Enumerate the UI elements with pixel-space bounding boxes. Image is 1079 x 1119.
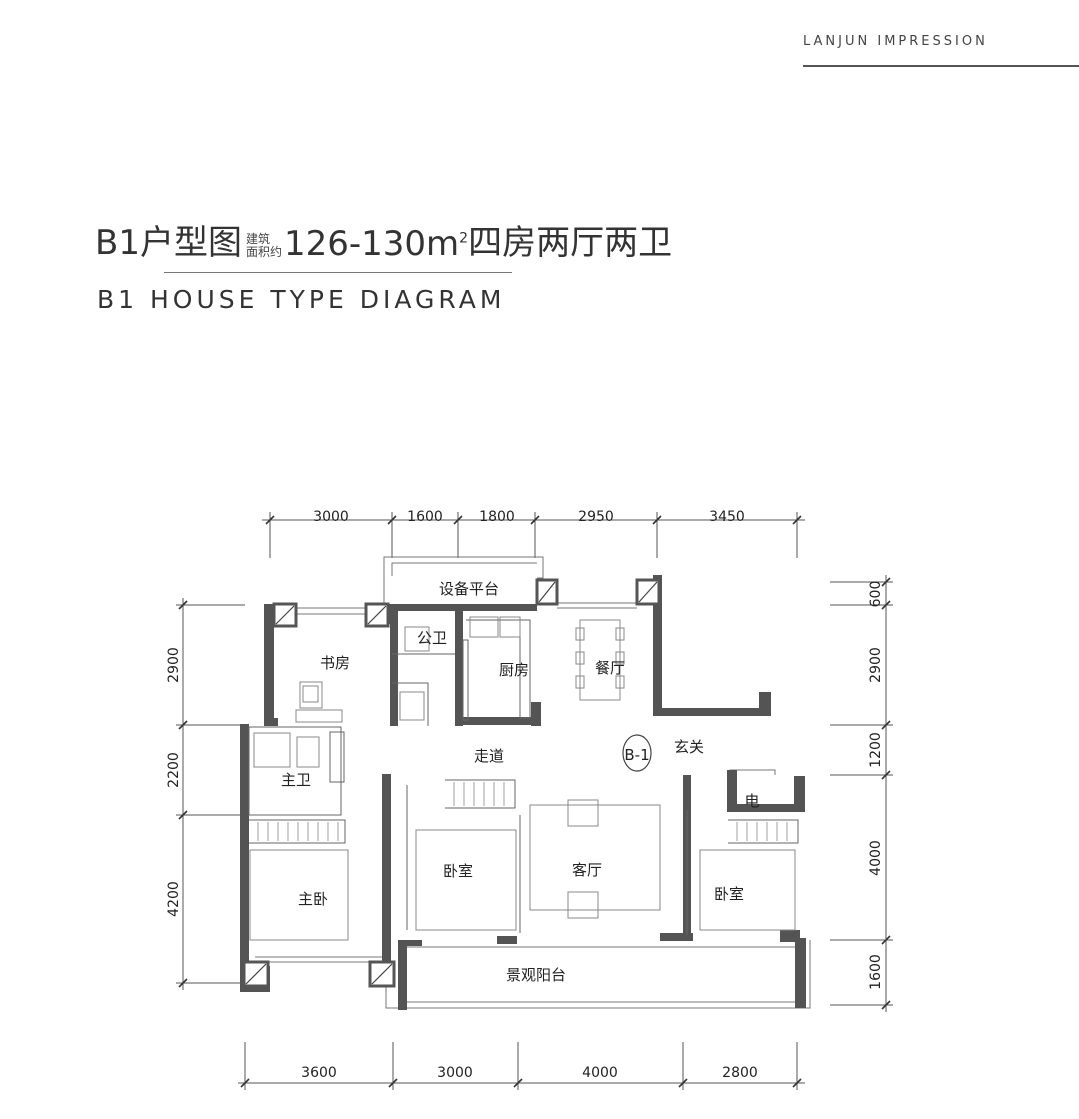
dim-right-5: 1600 [868,954,884,990]
dim-top-3: 1800 [479,509,515,525]
dim-right-4: 4000 [868,840,884,876]
room-entrance: 玄关 [674,738,704,756]
title-row: B1户型图 建筑 面积约 126-130m2 四房两厅两卫 [95,215,672,264]
room-master-bedroom: 主卧 [298,890,328,908]
partitions [248,619,799,935]
brand-logo-text: LANJUN IMPRESSION [803,34,988,49]
wardrobe-hatch [257,782,788,841]
dim-bottom-4: 2800 [722,1065,758,1081]
room-study: 书房 [320,654,350,672]
dim-bottom-1: 3600 [301,1065,337,1081]
plan-title: B1户型图 [95,223,242,263]
area-number: 126-130m [283,224,460,264]
dim-top-1: 3000 [313,509,349,525]
room-corridor: 走道 [474,747,504,765]
dim-top-4: 2950 [578,509,614,525]
dimension-ticks [178,515,891,1088]
room-equipment-platform: 设备平台 [439,580,499,598]
unit-tag-circle [622,734,652,772]
dim-left-1: 2900 [166,647,182,683]
room-master-bath: 主卫 [281,771,311,789]
brand-rule [803,65,1079,67]
dim-left-3: 4200 [166,881,182,917]
room-electric: 电 [744,792,759,810]
dim-bottom-2: 3000 [437,1065,473,1081]
walls [240,575,806,1010]
room-public-bath: 公卫 [417,629,447,647]
furniture [249,616,796,941]
dim-right-2: 2900 [868,647,884,683]
unit-tag-text: B-1 [624,746,649,764]
area-label-line1: 建筑 [245,232,270,246]
room-balcony: 景观阳台 [506,966,566,984]
room-bedroom-2: 卧室 [714,885,744,903]
plan-subtitle: B1 HOUSE TYPE DIAGRAM [97,285,506,314]
area-label: 建筑 面积约 [246,233,282,259]
area-sup: 2 [459,230,469,247]
dim-left-2: 2200 [166,752,182,788]
dim-top-5: 3450 [709,509,745,525]
dimension-lines [176,512,893,1090]
area-label-line2: 面积约 [245,245,282,259]
room-bedroom-1: 卧室 [443,862,473,880]
room-living: 客厅 [572,861,602,879]
dim-bottom-3: 4000 [582,1065,618,1081]
dim-right-1: 600 [868,581,884,608]
structural-columns [242,578,661,988]
dim-right-3: 1200 [868,732,884,768]
layout-desc: 四房两厅两卫 [468,223,673,263]
area-value: 126-130m2 [284,224,468,264]
title-rule [164,272,512,273]
room-dining: 餐厅 [595,659,625,677]
dim-top-2: 1600 [407,509,443,525]
room-kitchen: 厨房 [499,661,529,679]
